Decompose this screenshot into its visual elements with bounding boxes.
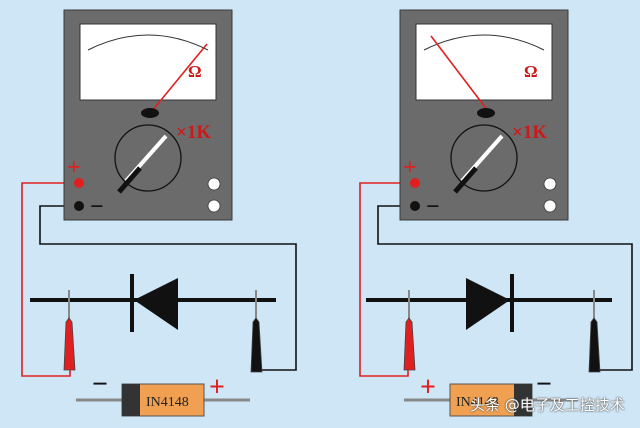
right-dial-pointer-black xyxy=(453,166,478,194)
left-plus-terminal[interactable] xyxy=(74,178,84,188)
right-range-label: ×1K xyxy=(512,122,547,143)
left-needle-pivot xyxy=(141,108,159,118)
left-button-upper[interactable] xyxy=(207,177,221,191)
left-black-probe xyxy=(250,317,263,373)
right-needle xyxy=(430,35,489,112)
left-red-probe xyxy=(63,317,76,371)
right-minus-terminal[interactable] xyxy=(410,201,420,211)
right-component-label: IN4148 xyxy=(456,395,499,410)
right-minus-sign: − xyxy=(426,194,440,220)
left-meter-display xyxy=(79,23,217,101)
left-minus-terminal[interactable] xyxy=(74,201,84,211)
watermark: 头条 @电子及工控技术 xyxy=(470,396,625,414)
right-diode-triangle xyxy=(466,278,510,330)
left-range-label: ×1K xyxy=(176,122,211,143)
right-panel: Ω ×1K + − IN4148 + − xyxy=(359,9,633,417)
right-component-plus: + xyxy=(420,372,436,403)
right-red-probe xyxy=(403,317,416,371)
left-minus-sign: − xyxy=(90,194,104,220)
right-plus-sign: + xyxy=(403,155,417,181)
left-scale-arc xyxy=(87,34,209,51)
right-component-band xyxy=(514,384,532,416)
right-button-lower[interactable] xyxy=(543,199,557,213)
right-unit-symbol: Ω xyxy=(524,62,538,81)
left-black-wire xyxy=(39,205,297,371)
right-plus-terminal[interactable] xyxy=(410,178,420,188)
left-plus-sign: + xyxy=(67,155,81,181)
right-button-upper[interactable] xyxy=(543,177,557,191)
left-needle xyxy=(151,43,208,112)
left-component-band xyxy=(122,384,140,416)
left-button-lower[interactable] xyxy=(207,199,221,213)
right-red-wire xyxy=(359,182,415,377)
left-unit-symbol: Ω xyxy=(188,62,202,81)
right-black-wire xyxy=(377,205,633,371)
right-component-minus: − xyxy=(536,369,552,400)
left-diode-triangle xyxy=(134,278,178,330)
left-component-minus: − xyxy=(92,369,108,400)
left-component-label: IN4148 xyxy=(146,395,189,410)
right-black-probe xyxy=(588,317,601,373)
left-component-plus: + xyxy=(209,372,225,403)
left-panel: Ω ×1K + − IN4148 − + xyxy=(21,9,297,417)
right-meter-display xyxy=(415,23,553,101)
left-red-wire xyxy=(21,182,79,377)
left-dial-pointer-black xyxy=(117,166,142,194)
right-needle-pivot xyxy=(477,108,495,118)
